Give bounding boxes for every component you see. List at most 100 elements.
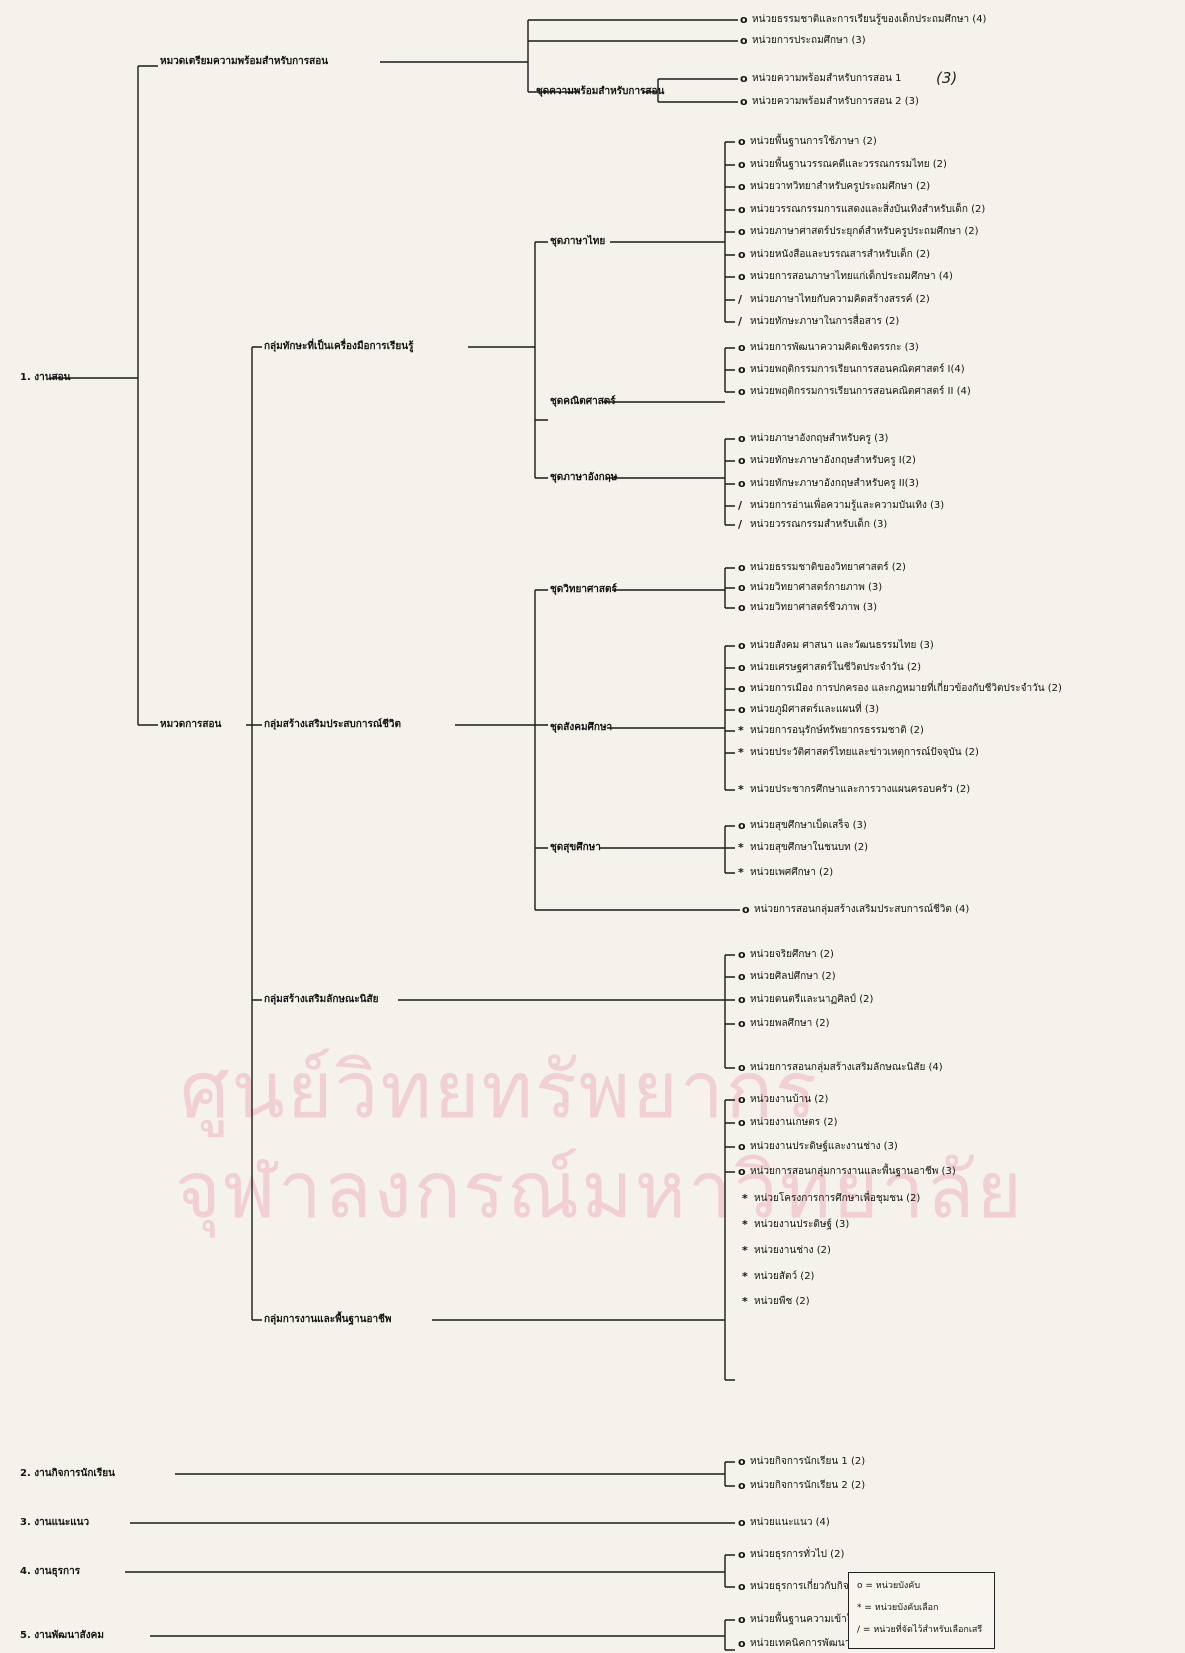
unit-e2: หน่วยทักษะภาษาอังกฤษสำหรับครู I(2) [750, 455, 916, 466]
watermark-line-1: ศูนย์วิทยทรัพยากร [180, 1046, 819, 1136]
compulsory-mark: o [740, 34, 748, 47]
legend-free: / = หน่วยที่จัดไว้สำหรับเลือกเสรี [857, 1625, 982, 1636]
legend-compulsory: o = หน่วยบังคับ [857, 1581, 920, 1592]
compulsory-mark: o [738, 432, 746, 445]
unit-o4: หน่วยภูมิศาสตร์และแผนที่ (3) [750, 704, 880, 715]
unit-e5: หน่วยวรรณกรรมสำหรับเด็ก (3) [750, 519, 888, 530]
legend-free-text: = หน่วยที่จัดไว้สำหรับเลือกเสรี [862, 1625, 983, 1635]
unit-w1: หน่วยงานบ้าน (2) [750, 1094, 829, 1105]
group-work: กลุ่มการงานและพื้นฐานอาชีพ [264, 1314, 392, 1325]
unit-a1: หน่วยกิจการนักเรียน 1 (2) [750, 1456, 866, 1467]
compulsory-mark: o [738, 948, 746, 961]
set-english: ชุดภาษาอังกฤษ [550, 472, 618, 483]
unit-c5: หน่วยการสอนกลุ่มสร้างเสริมลักษณะนิสัย (4… [750, 1062, 943, 1073]
compulsory-mark: o [738, 341, 746, 354]
unit-w7: หน่วยงานช่าง (2) [754, 1245, 831, 1256]
unit-w3: หน่วยงานประดิษฐ์และงานช่าง (3) [750, 1141, 898, 1152]
unit-c4: หน่วยพลศึกษา (2) [750, 1018, 830, 1029]
elective-mark: * [738, 746, 744, 759]
legend-compulsory-mark: o [857, 1581, 863, 1591]
compulsory-mark: o [738, 203, 746, 216]
unit-t9: หน่วยทักษะภาษาในการสื่อสาร (2) [750, 316, 900, 327]
legend-elective: * = หน่วยบังคับเลือก [857, 1603, 938, 1614]
group-life: กลุ่มสร้างเสริมประสบการณ์ชีวิต [264, 719, 401, 730]
compulsory-mark: o [738, 1613, 746, 1626]
unit-o7: หน่วยประชากรศึกษาและการวางแผนครอบครัว (2… [750, 784, 971, 795]
compulsory-mark: o [738, 661, 746, 674]
set-prep: ชุดความพร้อมสำหรับการสอน [536, 86, 665, 97]
elective-mark: * [742, 1270, 748, 1283]
compulsory-mark: o [738, 1637, 746, 1650]
unit-w9: หน่วยพืช (2) [754, 1296, 810, 1307]
unit-t8: หน่วยภาษาไทยกับความคิดสร้างสรรค์ (2) [750, 294, 930, 305]
unit-c1: หน่วยจริยศึกษา (2) [750, 949, 834, 960]
main-task-student-affairs: 2. งานกิจการนักเรียน [20, 1468, 115, 1479]
set-science: ชุดวิทยาศาสตร์ [550, 584, 617, 595]
compulsory-mark: o [738, 682, 746, 695]
compulsory-mark: o [738, 1116, 746, 1129]
legend-elective-text: = หน่วยบังคับเลือก [864, 1603, 939, 1613]
group-tools: กลุ่มทักษะที่เป็นเครื่องมือการเรียนรู้ [264, 341, 414, 352]
compulsory-mark: o [738, 601, 746, 614]
unit-o2: หน่วยเศรษฐศาสตร์ในชีวิตประจำวัน (2) [750, 662, 922, 673]
compulsory-mark: o [738, 180, 746, 193]
unit-c3: หน่วยดนตรีและนาฏศิลป์ (2) [750, 994, 874, 1005]
group-character: กลุ่มสร้างเสริมลักษณะนิสัย [264, 994, 379, 1005]
unit-w4: หน่วยการสอนกลุ่มการงานและพื้นฐานอาชีพ (3… [750, 1166, 956, 1177]
unit-b1: หน่วยธุรการทั่วไป (2) [750, 1549, 845, 1560]
compulsory-mark: o [738, 1140, 746, 1153]
elective-mark: * [742, 1295, 748, 1308]
unit-t2: หน่วยพื้นฐานวรรณคดีและวรรณกรรมไทย (2) [750, 159, 947, 170]
legend-compulsory-text: = หน่วยบังคับ [865, 1581, 921, 1591]
unit-o6: หน่วยประวัติศาสตร์ไทยและข่าวเหตุการณ์ปัจ… [750, 747, 979, 758]
unit-m2: หน่วยพฤติกรรมการเรียนการสอนคณิตศาสตร์ I(… [750, 364, 965, 375]
elective-mark: * [742, 1244, 748, 1257]
unit-t5: หน่วยภาษาศาสตร์ประยุกต์สำหรับครูประถมศึก… [750, 226, 979, 237]
compulsory-mark: o [738, 993, 746, 1006]
compulsory-mark: o [738, 158, 746, 171]
unit-h1: หน่วยสุขศึกษาเบ็ดเสร็จ (3) [750, 820, 867, 831]
unit-p2: หน่วยการประถมศึกษา (3) [752, 35, 866, 46]
unit-m1: หน่วยการพัฒนาความคิดเชิงตรรกะ (3) [750, 342, 919, 353]
compulsory-mark: o [738, 1061, 746, 1074]
unit-m3: หน่วยพฤติกรรมการเรียนการสอนคณิตศาสตร์ II… [750, 386, 971, 397]
compulsory-mark: o [740, 95, 748, 108]
compulsory-mark: o [738, 454, 746, 467]
unit-h3: หน่วยเพศศึกษา (2) [750, 867, 834, 878]
unit-p4: หน่วยความพร้อมสำหรับการสอน 2 (3) [752, 96, 919, 107]
compulsory-mark: o [738, 1017, 746, 1030]
elective-mark: * [738, 724, 744, 737]
free-elective-mark: / [738, 293, 743, 306]
main-task-social-development: 5. งานพัฒนาสังคม [20, 1630, 104, 1641]
unit-t4: หน่วยวรรณกรรมการแสดงและสิ่งบันเทิงสำหรับ… [750, 204, 986, 215]
unit-o5: หน่วยการอนุรักษ์ทรัพยากรธรรมชาติ (2) [750, 725, 924, 736]
free-elective-mark: / [738, 499, 743, 512]
compulsory-mark: o [740, 13, 748, 26]
compulsory-mark: o [738, 561, 746, 574]
compulsory-mark: o [738, 135, 746, 148]
compulsory-mark: o [742, 903, 750, 916]
compulsory-mark: o [738, 1093, 746, 1106]
compulsory-mark: o [738, 1580, 746, 1593]
unit-l4: หน่วยการสอนกลุ่มสร้างเสริมประสบการณ์ชีวิ… [754, 904, 970, 915]
compulsory-mark: o [738, 477, 746, 490]
compulsory-mark: o [738, 1516, 746, 1529]
unit-s1: หน่วยธรรมชาติของวิทยาศาสตร์ (2) [750, 562, 906, 573]
free-elective-mark: / [738, 518, 743, 531]
legend-free-mark: / [857, 1625, 861, 1635]
compulsory-mark: o [738, 639, 746, 652]
unit-t1: หน่วยพื้นฐานการใช้ภาษา (2) [750, 136, 877, 147]
set-math: ชุดคณิตศาสตร์ [550, 396, 616, 407]
category-prep: หมวดเตรียมความพร้อมสำหรับการสอน [160, 56, 329, 67]
unit-h2: หน่วยสุขศึกษาในชนบท (2) [750, 842, 869, 853]
unit-s2: หน่วยวิทยาศาสตร์กายภาพ (3) [750, 582, 883, 593]
unit-p3: หน่วยความพร้อมสำหรับการสอน 1 [752, 73, 902, 84]
compulsory-mark: o [738, 581, 746, 594]
unit-e3: หน่วยทักษะภาษาอังกฤษสำหรับครู II(3) [750, 478, 919, 489]
compulsory-mark: o [738, 270, 746, 283]
compulsory-mark: o [738, 970, 746, 983]
unit-a2: หน่วยกิจการนักเรียน 2 (2) [750, 1480, 866, 1491]
unit-w5: หน่วยโครงการการศึกษาเพื่อชุมชน (2) [754, 1193, 921, 1204]
set-thai: ชุดภาษาไทย [550, 236, 606, 247]
